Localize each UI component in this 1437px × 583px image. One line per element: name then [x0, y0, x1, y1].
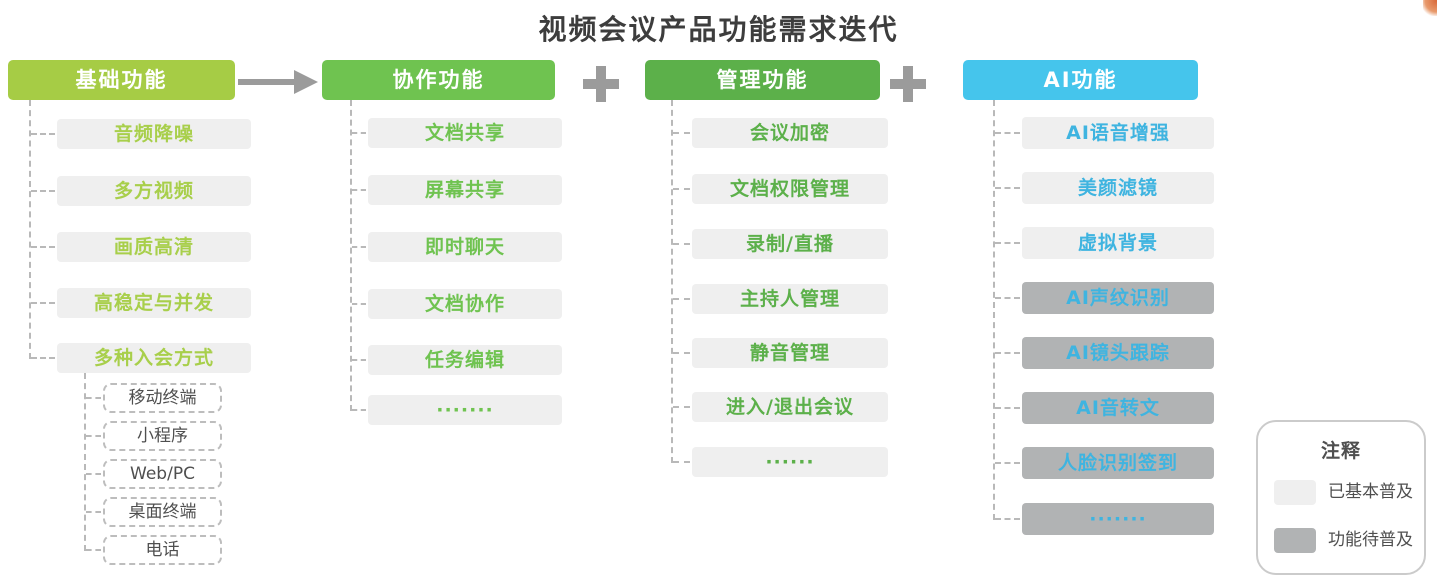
- tree-stub: [86, 435, 101, 437]
- feature-item: 主持人管理: [692, 284, 888, 314]
- sub-item: 电话: [103, 535, 222, 565]
- feature-item: 即时聊天: [368, 232, 562, 262]
- tree-line: [350, 100, 352, 411]
- feature-item: 高稳定与并发: [57, 288, 251, 318]
- tree-stub: [673, 352, 690, 354]
- column-header-basic: 基础功能: [8, 60, 235, 100]
- tree-stub: [995, 297, 1020, 299]
- feature-item-pending: ·······: [1022, 503, 1214, 535]
- feature-item: 美颜滤镜: [1022, 172, 1214, 204]
- tree-stub: [86, 549, 101, 551]
- tree-stub: [352, 303, 366, 305]
- sub-item: 桌面终端: [103, 497, 222, 527]
- feature-item: 任务编辑: [368, 345, 562, 375]
- tree-stub: [31, 357, 55, 359]
- tree-stub: [31, 190, 55, 192]
- arrow-head-icon: [294, 70, 318, 94]
- tree-stub: [673, 188, 690, 190]
- tree-stub: [86, 511, 101, 513]
- tree-stub: [995, 242, 1020, 244]
- plus-icon: [583, 66, 619, 102]
- feature-item: 文档协作: [368, 289, 562, 319]
- tree-stub: [995, 462, 1020, 464]
- page-title: 视频会议产品功能需求迭代: [538, 13, 899, 46]
- plus-icon: [890, 66, 926, 102]
- arrow-icon: [238, 79, 296, 85]
- tree-line: [84, 373, 86, 551]
- feature-item: 画质高清: [57, 232, 251, 262]
- feature-item: 多种入会方式: [57, 343, 251, 373]
- tree-stub: [31, 246, 55, 248]
- feature-item: 文档共享: [368, 118, 562, 148]
- corner-artifact-icon: [1423, 0, 1437, 16]
- tree-stub: [352, 359, 366, 361]
- tree-stub: [352, 189, 366, 191]
- legend-swatch-popular: [1274, 480, 1316, 505]
- tree-stub: [31, 133, 55, 135]
- feature-item: 虚拟背景: [1022, 227, 1214, 259]
- feature-item: AI语音增强: [1022, 117, 1214, 149]
- feature-item-pending: 人脸识别签到: [1022, 447, 1214, 479]
- tree-stub: [352, 246, 366, 248]
- tree-line: [29, 100, 31, 359]
- tree-stub: [86, 397, 101, 399]
- column-header-collab: 协作功能: [322, 60, 555, 100]
- feature-item: 文档权限管理: [692, 174, 888, 204]
- tree-stub: [673, 243, 690, 245]
- tree-line: [993, 100, 995, 520]
- feature-item: 多方视频: [57, 176, 251, 206]
- column-header-manage: 管理功能: [645, 60, 880, 100]
- feature-item: ······: [692, 447, 888, 477]
- feature-item-pending: AI音转文: [1022, 392, 1214, 424]
- sub-item: 小程序: [103, 421, 222, 451]
- legend: 注释 已基本普及 功能待普及: [1256, 420, 1426, 575]
- column-header-ai: AI功能: [963, 60, 1198, 100]
- legend-label-popular: 已基本普及: [1328, 482, 1413, 502]
- tree-stub: [995, 407, 1020, 409]
- feature-item: 录制/直播: [692, 229, 888, 259]
- feature-item: 进入/退出会议: [692, 392, 888, 422]
- sub-item: 移动终端: [103, 383, 222, 413]
- legend-title: 注释: [1320, 440, 1361, 462]
- tree-stub: [31, 302, 55, 304]
- feature-item: ·······: [368, 395, 562, 425]
- tree-stub: [673, 461, 690, 463]
- tree-stub: [995, 518, 1020, 520]
- tree-stub: [673, 298, 690, 300]
- feature-item: 静音管理: [692, 338, 888, 368]
- feature-item: 屏幕共享: [368, 175, 562, 205]
- legend-label-pending: 功能待普及: [1328, 530, 1413, 550]
- tree-stub: [995, 187, 1020, 189]
- tree-stub: [673, 406, 690, 408]
- feature-item-pending: AI镜头跟踪: [1022, 337, 1214, 369]
- tree-line: [671, 100, 673, 463]
- feature-item: 会议加密: [692, 118, 888, 148]
- sub-item: Web/PC: [103, 459, 222, 489]
- tree-stub: [995, 352, 1020, 354]
- legend-swatch-pending: [1274, 528, 1316, 553]
- tree-stub: [673, 132, 690, 134]
- feature-item: 音频降噪: [57, 119, 251, 149]
- feature-item-pending: AI声纹识别: [1022, 282, 1214, 314]
- tree-stub: [352, 132, 366, 134]
- tree-stub: [352, 409, 366, 411]
- tree-stub: [86, 473, 101, 475]
- tree-stub: [995, 132, 1020, 134]
